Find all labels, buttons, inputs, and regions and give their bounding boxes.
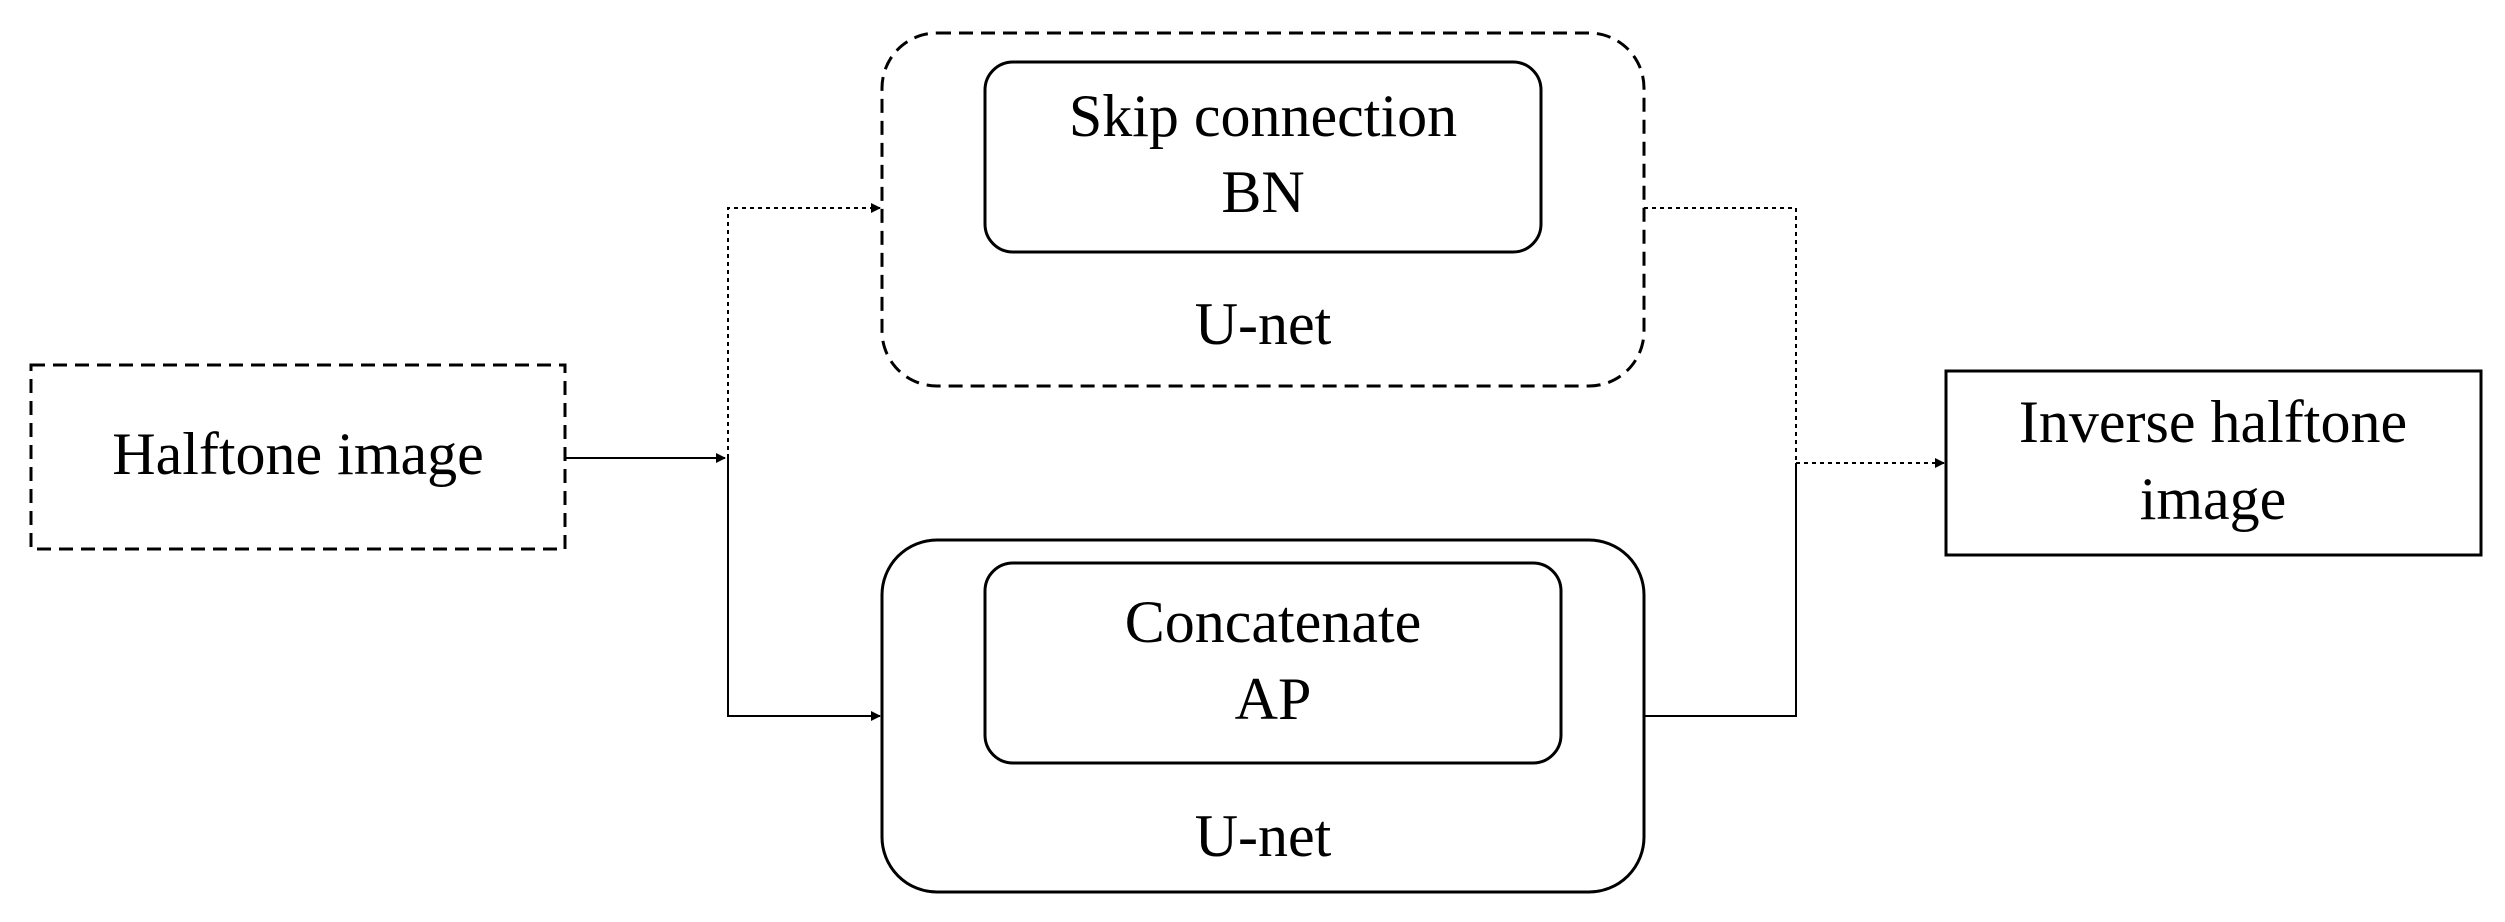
input-label: Halftone image — [112, 421, 484, 487]
output-box — [1944, 369, 2483, 557]
input-node: Halftone image — [29, 363, 567, 551]
unet-top-inner-line2: BN — [1221, 159, 1304, 225]
unet-top-label: U-net — [1195, 291, 1332, 357]
unet-bottom-label: U-net — [1195, 803, 1332, 869]
unet-bottom-inner-line1: Concatenate — [1125, 589, 1422, 655]
unet-top-inner-box — [983, 60, 1543, 254]
unet-bottom-inner-box — [983, 561, 1563, 765]
output-node: Inverse halftone image — [1944, 369, 2483, 557]
unet-bottom-inner-line2: AP — [1235, 666, 1312, 732]
output-label-line1: Inverse halftone — [2019, 389, 2407, 455]
output-label-line2: image — [2140, 466, 2287, 532]
line-unet-top-to-merge — [1644, 207, 1797, 463]
connectors — [565, 203, 1945, 721]
unet-top-node: Skip connection BN U-net — [880, 31, 1646, 388]
arrow-to-unet-bottom — [727, 458, 881, 721]
arrow-to-unet-top — [727, 203, 881, 458]
unet-top-inner-line1: Skip connection — [1069, 83, 1457, 149]
unet-top-container — [880, 31, 1646, 388]
line-unet-bottom-to-merge — [1644, 463, 1797, 717]
unet-bottom-node: Concatenate AP U-net — [880, 538, 1646, 894]
